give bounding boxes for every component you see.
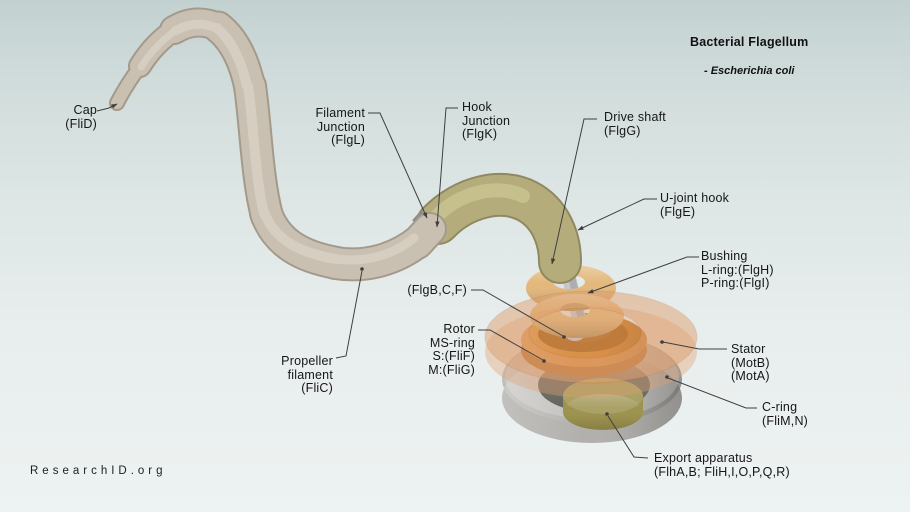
leader-export-apparatus [607, 415, 649, 459]
filament-3d [109, 7, 447, 282]
leader-c-ring [667, 377, 757, 409]
label-line: U-joint hook [660, 191, 730, 205]
label-line: (FlgB,C,F) [407, 283, 467, 297]
label-stator: Stator (MotB) (MotA) [731, 342, 770, 384]
label-line: filament [287, 367, 333, 382]
label-cap: Cap (FliD) [27, 103, 97, 131]
label-drive-shaft: Drive shaft (FlgG) [604, 110, 666, 138]
label-line: Cap [73, 103, 97, 117]
leader-rotor [478, 329, 544, 361]
label-line: (FliC) [301, 381, 333, 395]
label-line: (FlhA,B; FliH,I,O,P,Q,R) [654, 464, 790, 479]
label-line: Bushing [701, 249, 748, 263]
label-line: Junction [316, 119, 365, 134]
label-line: MS-ring [429, 335, 475, 350]
label-rotor: Rotor MS-ring S:(FliF) M:(FliG) [377, 322, 475, 377]
label-propeller-filament: Propeller filament (FliC) [235, 354, 333, 396]
label-line: (FlgG) [604, 123, 641, 138]
leader-hook-junction [435, 107, 458, 228]
label-c-ring: C-ring (FliM,N) [762, 400, 809, 428]
label-line: Filament [315, 106, 365, 120]
leader-dots [360, 267, 669, 416]
label-line: (FliD) [65, 116, 97, 131]
stator-3d [484, 290, 698, 398]
label-line: (FliM,N) [762, 413, 809, 428]
leader-cap [96, 103, 118, 112]
label-line: Junction [462, 113, 511, 128]
label-line: Export apparatus [654, 451, 753, 465]
leader-bushing [587, 256, 699, 294]
export-apparatus-3d [563, 378, 643, 430]
leader-propeller-filament [335, 270, 363, 359]
label-export-apparatus: Export apparatus (FlhA,B; FliH,I,O,P,Q,R… [654, 451, 790, 479]
label-line: (MotA) [731, 369, 770, 383]
leader-filament-junction [368, 112, 428, 219]
label-line: (FlgL) [331, 133, 365, 147]
hook-3d [416, 173, 582, 284]
title-block: Bacterial Flagellum - Escherichia coli [690, 35, 808, 77]
label-bushing: Bushing L-ring:(FlgH) P-ring:(FlgI) [701, 249, 774, 291]
diagram-title: Bacterial Flagellum [690, 35, 809, 49]
label-rod: (FlgB,C,F) [367, 283, 467, 298]
label-filament-junction: Filament Junction (FlgL) [265, 106, 365, 148]
label-line: P-ring:(FlgI) [701, 276, 770, 290]
label-line: M:(FliG) [428, 362, 475, 377]
label-line: Hook [462, 100, 492, 114]
diagram-subtitle: - Escherichia coli [704, 65, 795, 77]
leader-lines [96, 103, 757, 459]
label-hook-junction: Hook Junction (FlgK) [462, 100, 511, 142]
label-line: (FlgE) [660, 204, 696, 219]
label-line: (MotB) [731, 355, 770, 370]
leader-stator [662, 341, 727, 350]
leader-rod [471, 289, 564, 337]
label-line: (FlgK) [462, 127, 498, 141]
label-line: S:(FliF) [432, 349, 475, 363]
watermark: ResearchID.org [30, 465, 167, 477]
label-line: Rotor [443, 322, 475, 336]
label-line: Propeller [281, 354, 333, 368]
label-u-joint-hook: U-joint hook (FlgE) [660, 191, 730, 219]
label-line: Drive shaft [604, 110, 666, 124]
label-line: L-ring:(FlgH) [701, 262, 774, 277]
leader-drive-shaft [551, 118, 597, 265]
label-line: C-ring [762, 400, 798, 414]
label-line: Stator [731, 342, 766, 356]
leader-u-joint-hook [577, 198, 657, 231]
